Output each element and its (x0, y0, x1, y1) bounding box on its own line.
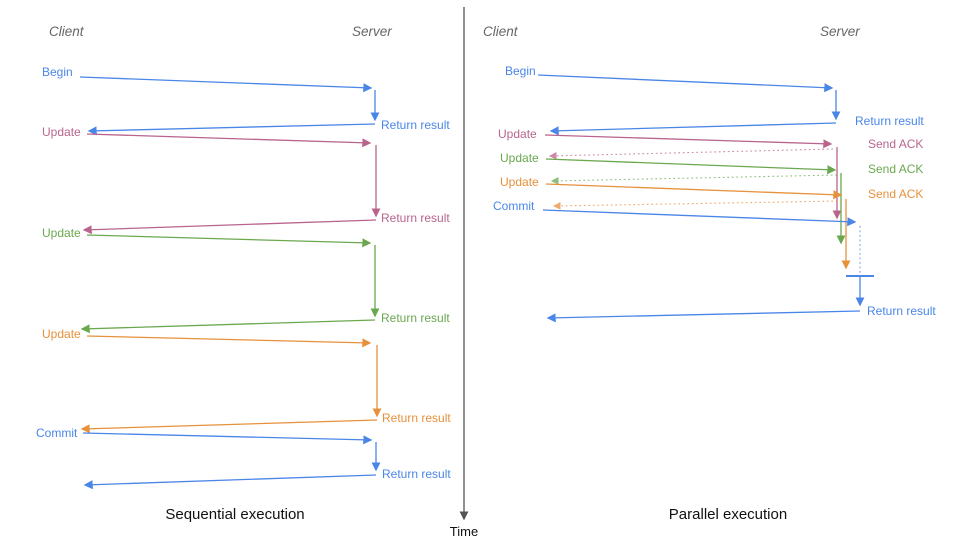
sequential-client-header: Client (49, 24, 85, 39)
par-begin-request-line (537, 74, 834, 93)
seq-update1-return-label: Return result (381, 211, 450, 225)
seq-update3-return-line (80, 419, 378, 434)
par-update1-ack-line (548, 148, 834, 160)
seq-commit-return-label: Return result (382, 467, 451, 481)
seq-step-begin: Begin Return result (42, 65, 450, 136)
seq-begin-return-line (87, 123, 376, 136)
seq-commit-label: Commit (36, 426, 78, 440)
par-commit-request-line (542, 209, 857, 227)
par-begin-return-label: Return result (855, 114, 924, 128)
sequential-panel: Client Server Begin Return result Update… (36, 24, 451, 523)
seq-update3-return-label: Return result (382, 411, 451, 425)
par-commit-return-line (546, 310, 861, 323)
seq-step-commit: Commit Return result (36, 426, 451, 490)
seq-update1-request-line (86, 133, 372, 148)
par-step-update-3: Update Send ACK (500, 175, 923, 270)
seq-update2-label: Update (42, 226, 81, 240)
par-update2-ack-line (550, 174, 838, 185)
par-update2-ack-label: Send ACK (868, 162, 923, 176)
sequential-server-header: Server (352, 24, 392, 39)
par-update3-ack-line (552, 200, 843, 210)
par-update3-request-line (545, 183, 843, 200)
par-step-update-2: Update Send ACK (500, 151, 923, 245)
time-axis-label: Time (450, 524, 478, 539)
par-update1-request-line (544, 134, 833, 149)
parallel-server-header: Server (820, 24, 860, 39)
par-update3-ack-label: Send ACK (868, 187, 923, 201)
seq-commit-request-line (82, 432, 373, 445)
seq-step-update-3: Update Return result (42, 327, 451, 434)
par-begin-label: Begin (505, 64, 536, 78)
seq-update2-return-label: Return result (381, 311, 450, 325)
seq-step-update-1: Update Return result (42, 125, 450, 235)
par-step-update-1: Update Send ACK (498, 127, 923, 220)
par-update2-label: Update (500, 151, 539, 165)
seq-begin-return-label: Return result (381, 118, 450, 132)
par-update2-request-line (545, 158, 837, 175)
sequential-caption: Sequential execution (165, 506, 304, 523)
par-step-begin: Begin Return result (505, 64, 924, 136)
par-step-commit: Commit Return result (493, 199, 936, 323)
seq-update2-request-line (86, 234, 372, 248)
seq-begin-request-line (79, 76, 373, 93)
parallel-client-header: Client (483, 24, 519, 39)
seq-update3-label: Update (42, 327, 81, 341)
seq-update1-label: Update (42, 125, 81, 139)
par-update1-label: Update (498, 127, 537, 141)
seq-commit-return-line (83, 474, 377, 490)
parallel-caption: Parallel execution (669, 506, 787, 523)
seq-update1-return-line (82, 219, 377, 235)
seq-begin-label: Begin (42, 65, 73, 79)
time-axis: Time (450, 7, 478, 539)
par-commit-label: Commit (493, 199, 535, 213)
seq-update2-return-line (80, 319, 376, 334)
par-update1-ack-label: Send ACK (868, 137, 923, 151)
parallel-panel: Client Server Begin Return result Update… (483, 24, 936, 523)
par-commit-return-label: Return result (867, 304, 936, 318)
par-update3-label: Update (500, 175, 539, 189)
par-begin-return-line (549, 122, 837, 136)
seq-step-update-2: Update Return result (42, 226, 450, 334)
seq-update3-request-line (86, 335, 372, 348)
